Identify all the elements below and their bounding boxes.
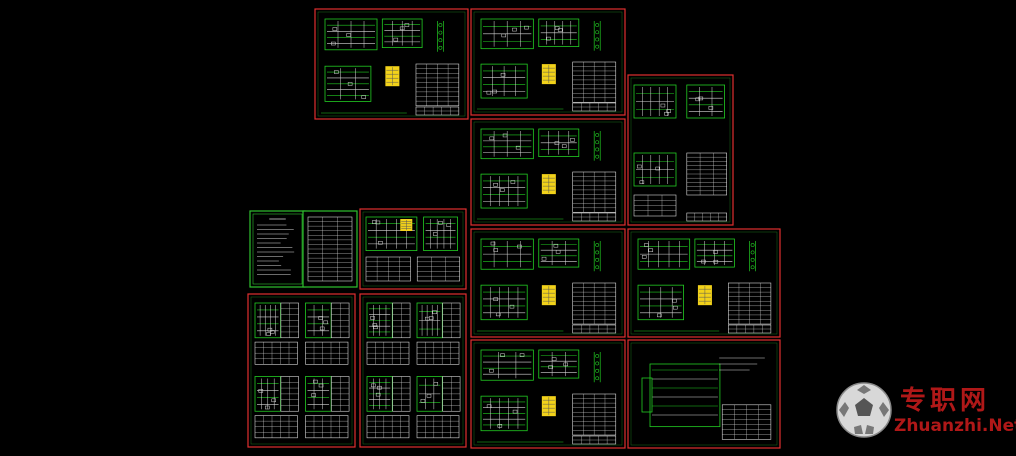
drawing-sheet-s7[interactable] xyxy=(359,208,467,290)
drawing-sheet-s6[interactable] xyxy=(302,210,358,288)
watermark-english-text: Zhuanzhi.Net xyxy=(894,416,1016,436)
drawing-sheet-s13[interactable] xyxy=(627,339,781,449)
drawing-sheet-s2[interactable] xyxy=(470,8,626,116)
watermark-chinese-text: 专职网 xyxy=(900,386,991,416)
drawing-sheet-s8[interactable] xyxy=(470,228,626,338)
watermark: 专职网 Zhuanzhi.Net xyxy=(834,376,1016,446)
drawing-sheet-s11[interactable] xyxy=(359,293,467,448)
drawing-sheet-s5[interactable] xyxy=(249,210,306,288)
drawing-sheet-s3[interactable] xyxy=(470,118,626,226)
drawing-sheet-s10[interactable] xyxy=(247,293,356,448)
drawing-sheet-s12[interactable] xyxy=(470,339,626,449)
drawing-sheet-s1[interactable] xyxy=(314,8,469,120)
drawing-sheet-s4[interactable] xyxy=(627,74,734,226)
drawing-sheet-s9[interactable] xyxy=(627,228,781,338)
soccer-ball-logo-icon xyxy=(836,382,892,438)
